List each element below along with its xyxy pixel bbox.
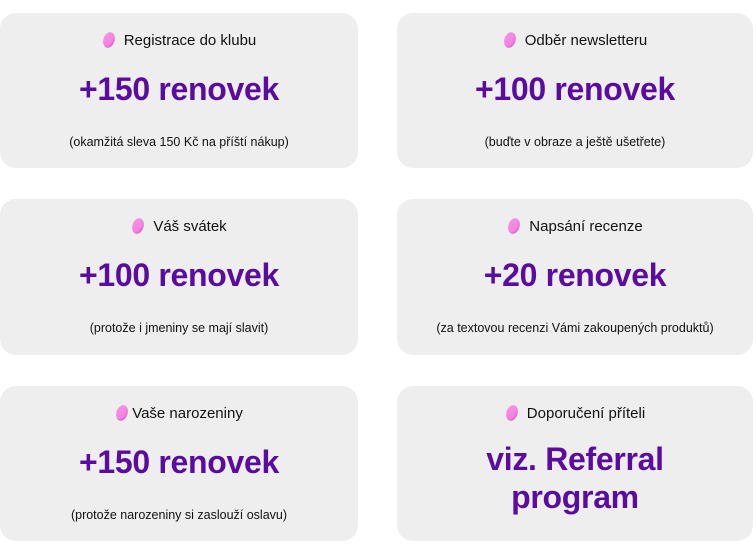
pink-coin-icon bbox=[132, 218, 145, 234]
reward-description: (okamžitá sleva 150 Kč na příští nákup) bbox=[69, 135, 289, 149]
reward-value-line-2: program bbox=[511, 479, 639, 515]
pink-coin-icon bbox=[116, 405, 129, 421]
card-title-row: Napsání recenze bbox=[397, 215, 753, 237]
reward-description: (buďte v obraze a ještě ušetřete) bbox=[484, 135, 666, 149]
card-title: Registrace do klubu bbox=[123, 31, 257, 49]
pink-coin-icon bbox=[505, 405, 518, 421]
reward-value: +150 renovek bbox=[78, 71, 280, 107]
reward-card-newsletter: Odběr newsletteru +100 renovek (buďte v … bbox=[397, 13, 753, 168]
reward-card-review: Napsání recenze +20 renovek (za textovou… bbox=[397, 199, 753, 355]
card-title-row: Registrace do klubu bbox=[0, 29, 358, 51]
reward-value: +100 renovek bbox=[474, 71, 676, 107]
reward-card-club-registration: Registrace do klubu +150 renovek (okamži… bbox=[0, 13, 358, 168]
pink-coin-icon bbox=[102, 32, 115, 48]
card-title: Doporučení příteli bbox=[526, 404, 646, 422]
reward-card-birthday: Vaše narozeniny +150 renovek (protože na… bbox=[0, 386, 358, 541]
referral-program-link[interactable]: viz. Referral program bbox=[397, 440, 753, 516]
card-title-row: Odběr newsletteru bbox=[397, 29, 753, 51]
card-title-row: Doporučení příteli bbox=[397, 402, 753, 424]
reward-value: +150 renovek bbox=[78, 444, 280, 480]
reward-value-line-1: viz. Referral bbox=[486, 441, 664, 477]
reward-description: (protože i jmeniny se mají slavit) bbox=[89, 321, 269, 335]
card-title: Váš svátek bbox=[153, 217, 227, 235]
reward-card-referral: Doporučení příteli viz. Referral program bbox=[397, 386, 753, 541]
card-title-row: Vaše narozeniny bbox=[0, 402, 358, 424]
pink-coin-icon bbox=[503, 32, 516, 48]
reward-description: (protože narozeniny si zaslouží oslavu) bbox=[70, 508, 288, 522]
card-title: Vaše narozeniny bbox=[132, 404, 243, 422]
pink-coin-icon bbox=[508, 218, 521, 234]
reward-card-name-day: Váš svátek +100 renovek (protože i jmeni… bbox=[0, 199, 358, 355]
reward-value: +100 renovek bbox=[78, 257, 280, 293]
reward-description: (za textovou recenzi Vámi zakoupených pr… bbox=[436, 321, 714, 335]
card-title: Odběr newsletteru bbox=[524, 31, 648, 49]
card-title-row: Váš svátek bbox=[0, 215, 358, 237]
reward-value: +20 renovek bbox=[483, 257, 667, 293]
card-title: Napsání recenze bbox=[529, 217, 643, 235]
